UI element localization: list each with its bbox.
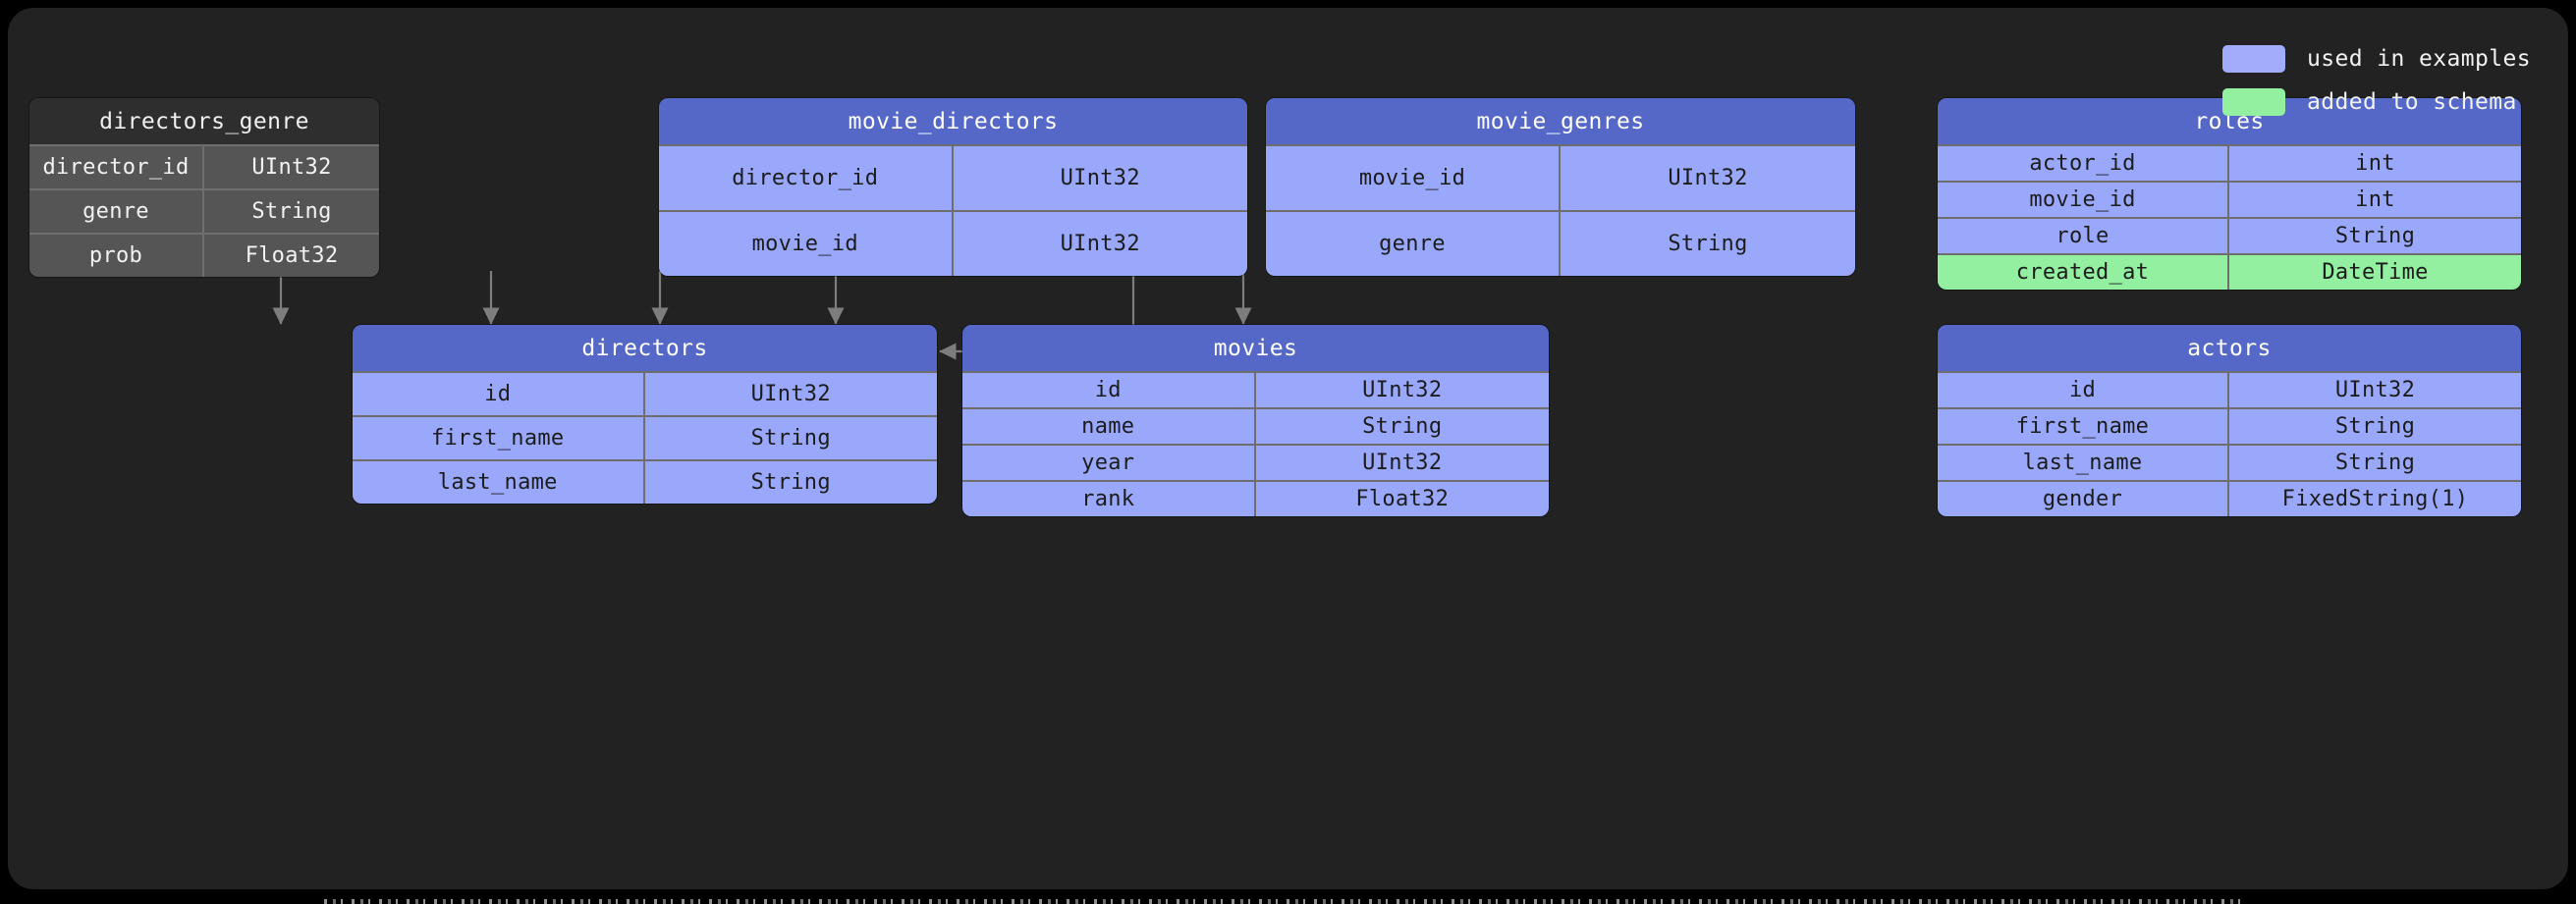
legend-item-used-in-examples: used in examples (2222, 45, 2531, 73)
table-directors[interactable]: directors id UInt32 first_name String la… (353, 325, 937, 504)
column-name: movie_id (1938, 183, 2229, 217)
column-type: Float32 (1355, 487, 1450, 511)
column-name: id (353, 373, 645, 415)
column-type: String (750, 426, 831, 451)
column-name: movie_id (659, 212, 954, 276)
table-title-movies: movies (962, 325, 1549, 371)
column-name: id (1938, 373, 2229, 407)
table-row[interactable]: genre String (29, 188, 379, 233)
legend: used in examples added to schema (2222, 45, 2531, 116)
table-title-movie-genres: movie_genres (1266, 98, 1855, 144)
column-type: UInt32 (2334, 378, 2416, 402)
column-type: DateTime (2322, 260, 2429, 285)
column-type: UInt32 (1668, 166, 1748, 190)
column-type: UInt32 (1060, 232, 1140, 256)
table-row[interactable]: year UInt32 (962, 444, 1549, 480)
table-row[interactable]: director_id UInt32 (659, 144, 1247, 210)
table-row[interactable]: director_id UInt32 (29, 144, 379, 188)
table-row-added-created-at[interactable]: created_at DateTime (1938, 253, 2521, 290)
table-row[interactable]: id UInt32 (353, 371, 937, 415)
table-row[interactable]: movie_id UInt32 (659, 210, 1247, 276)
column-name: actor_id (1938, 146, 2229, 181)
column-type: Float32 (245, 243, 339, 268)
table-roles[interactable]: roles actor_id int movie_id int role Str… (1938, 98, 2521, 290)
legend-label-added-to-schema: added to schema (2307, 89, 2517, 115)
table-row[interactable]: name String (962, 407, 1549, 444)
column-name: role (1938, 219, 2229, 253)
table-title-actors: actors (1938, 325, 2521, 371)
column-name: id (962, 373, 1256, 407)
legend-swatch-blue-icon (2222, 45, 2286, 73)
bottom-edge-noise (324, 899, 2249, 904)
column-name: movie_id (1266, 146, 1561, 210)
table-actors[interactable]: actors id UInt32 first_name String last_… (1938, 325, 2521, 516)
column-name: year (962, 446, 1256, 480)
column-type: String (2334, 451, 2416, 475)
column-name: prob (29, 235, 204, 277)
table-title-movie-directors: movie_directors (659, 98, 1247, 144)
legend-label-used-in-examples: used in examples (2307, 46, 2531, 72)
column-name: created_at (1938, 255, 2229, 290)
table-row[interactable]: last_name String (1938, 444, 2521, 480)
table-row[interactable]: movie_id int (1938, 181, 2521, 217)
column-name: first_name (353, 417, 645, 459)
column-type: UInt32 (251, 155, 332, 180)
table-row[interactable]: id UInt32 (1938, 371, 2521, 407)
column-type: String (2334, 414, 2416, 439)
column-type: UInt32 (1060, 166, 1140, 190)
column-type: String (251, 199, 332, 224)
column-name: first_name (1938, 409, 2229, 444)
table-row[interactable]: movie_id UInt32 (1266, 144, 1855, 210)
table-row[interactable]: first_name String (1938, 407, 2521, 444)
table-movies[interactable]: movies id UInt32 name String year UInt32… (962, 325, 1549, 516)
table-row[interactable]: id UInt32 (962, 371, 1549, 407)
column-type: FixedString(1) (2281, 487, 2469, 511)
column-type: UInt32 (750, 382, 831, 406)
schema-diagram-canvas: used in examples added to schema directo… (8, 8, 2568, 889)
column-name: rank (962, 482, 1256, 516)
table-row[interactable]: actor_id int (1938, 144, 2521, 181)
legend-item-added-to-schema: added to schema (2222, 88, 2531, 116)
column-type: UInt32 (1362, 378, 1443, 402)
column-type: UInt32 (1362, 451, 1443, 475)
column-name: gender (1938, 482, 2229, 516)
column-type: String (1362, 414, 1443, 439)
table-row[interactable]: first_name String (353, 415, 937, 459)
column-type: String (1668, 232, 1748, 256)
column-name: last_name (353, 461, 645, 504)
table-row[interactable]: gender FixedString(1) (1938, 480, 2521, 516)
table-title-directors: directors (353, 325, 937, 371)
table-row[interactable]: genre String (1266, 210, 1855, 276)
table-row[interactable]: rank Float32 (962, 480, 1549, 516)
column-name: last_name (1938, 446, 2229, 480)
column-type: String (2334, 224, 2416, 248)
column-type: int (2355, 187, 2395, 212)
column-name: director_id (29, 146, 204, 188)
table-row[interactable]: role String (1938, 217, 2521, 253)
table-directors-genre[interactable]: directors_genre director_id UInt32 genre… (29, 98, 379, 277)
column-name: genre (1266, 212, 1561, 276)
table-title-directors-genre: directors_genre (29, 98, 379, 144)
legend-swatch-green-icon (2222, 88, 2286, 116)
table-row[interactable]: prob Float32 (29, 233, 379, 277)
column-type: int (2355, 151, 2395, 176)
column-name: genre (29, 190, 204, 233)
column-name: name (962, 409, 1256, 444)
column-name: director_id (659, 146, 954, 210)
bottom-edge-artifact (0, 895, 2576, 904)
column-type: String (750, 470, 831, 495)
table-movie-directors[interactable]: movie_directors director_id UInt32 movie… (659, 98, 1247, 276)
table-row[interactable]: last_name String (353, 459, 937, 504)
table-movie-genres[interactable]: movie_genres movie_id UInt32 genre Strin… (1266, 98, 1855, 276)
